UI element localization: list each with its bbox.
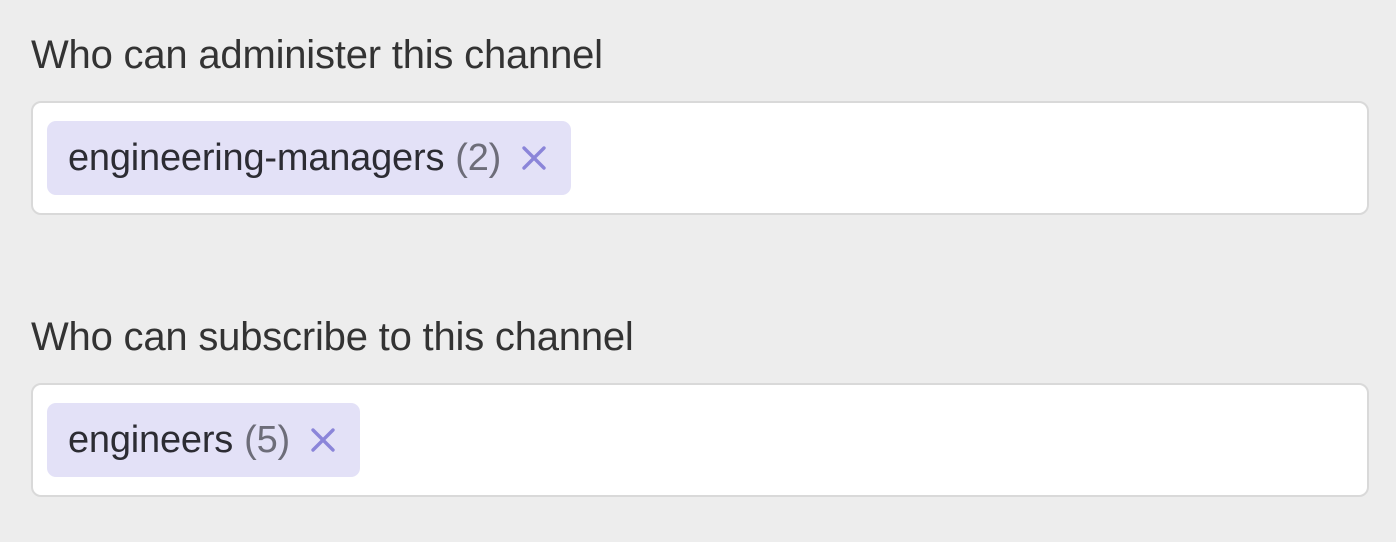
field-label-subscribe: Who can subscribe to this channel <box>31 315 634 359</box>
administer-permissions-input[interactable]: engineering-managers (2) <box>31 101 1369 215</box>
close-icon[interactable] <box>511 135 557 181</box>
field-label-administer: Who can administer this channel <box>31 33 603 77</box>
subscribe-permissions-input[interactable]: engineers (5) <box>31 383 1369 497</box>
field-group-administer: Who can administer this channel engineer… <box>31 28 1369 215</box>
close-icon[interactable] <box>300 417 346 463</box>
pill-label: engineers <box>68 419 234 461</box>
field-group-subscribe: Who can subscribe to this channel engine… <box>31 310 1369 497</box>
pill-member-count: (5) <box>244 419 290 461</box>
pill-engineers[interactable]: engineers (5) <box>47 403 360 477</box>
pill-member-count: (2) <box>455 137 502 179</box>
pill-label: engineering-managers <box>68 137 445 179</box>
pill-engineering-managers[interactable]: engineering-managers (2) <box>47 121 572 195</box>
